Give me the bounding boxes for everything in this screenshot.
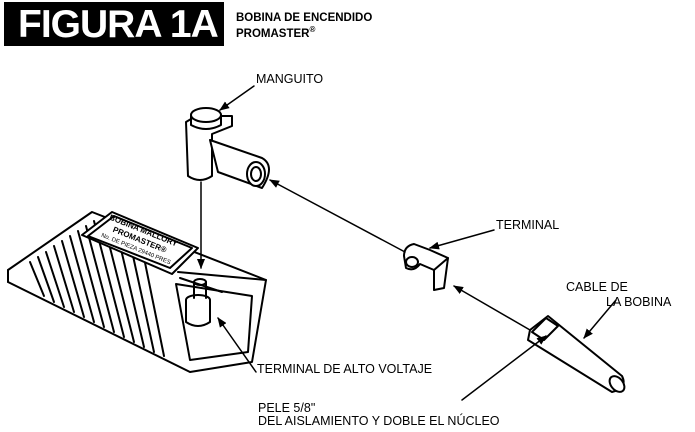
boot-sleeve (185, 107, 270, 189)
terminal-clip (403, 243, 449, 291)
figure-title-line1: BOBINA DE ENCENDIDO (236, 12, 373, 24)
figure-title-line2: PROMASTER® (236, 25, 316, 40)
label-cable-line1: CABLE DE (566, 280, 628, 294)
label-terminal: TERMINAL (496, 218, 560, 232)
coil-label-plate (81, 211, 199, 275)
label-strip-line1: PELE 5/8" (258, 401, 316, 415)
coil-cable (527, 315, 626, 393)
registered-mark: ® (309, 25, 316, 34)
high-voltage-terminal (179, 277, 223, 327)
label-cable-line2: LA BOBINA (606, 295, 672, 309)
label-high-voltage-terminal: TERMINAL DE ALTO VOLTAJE (257, 362, 433, 376)
figure-badge: FIGURA 1A (4, 2, 224, 46)
figure-title: BOBINA DE ENCENDIDO PROMASTER® (236, 12, 372, 40)
figure-number: FIGURA 1A (18, 3, 219, 46)
label-manguito: MANGUITO (256, 72, 324, 86)
label-strip-line2: DEL AISLAMIENTO Y DOBLE EL NÚCLEO (258, 414, 500, 428)
